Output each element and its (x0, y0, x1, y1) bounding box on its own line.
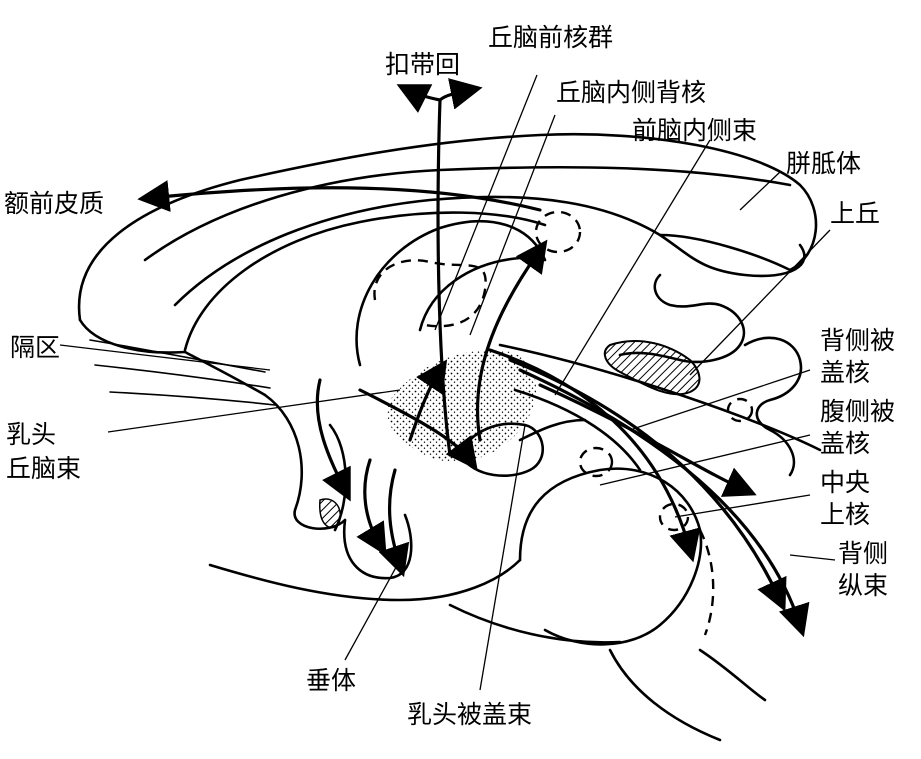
label-cingulate-gyrus: 扣带回 (385, 50, 460, 79)
label-dorsal-tegmental-2: 盖核 (820, 358, 870, 387)
label-medial-forebrain-bundle: 前脑内侧束 (632, 116, 757, 145)
label-ventral-tegmental-2: 盖核 (820, 429, 870, 458)
stippled-region (387, 350, 536, 462)
label-superior-colliculus: 上丘 (830, 199, 880, 228)
label-central-superior-2: 上核 (820, 500, 870, 529)
label-septal-area: 隔区 (10, 333, 60, 362)
label-ventral-tegmental-1: 腹侧被 (820, 397, 895, 426)
label-prefrontal-cortex: 额前皮质 (4, 189, 104, 218)
label-dorsal-tegmental-1: 背侧被 (820, 326, 895, 355)
anterior-nucleus-dashed (536, 212, 580, 252)
label-mediodorsal-thalamic-nucleus: 丘脑内侧背核 (556, 78, 706, 107)
label-hypophysis: 垂体 (306, 666, 356, 695)
label-corpus-callosum: 胼胝体 (786, 149, 861, 178)
label-mammillotegmental-tract: 乳头被盖束 (407, 700, 532, 729)
label-mammillothalamic-1: 乳头 (6, 420, 56, 449)
label-dorsal-longitudinal-2: 纵束 (838, 571, 888, 600)
label-central-superior-1: 中央 (820, 468, 870, 497)
label-anterior-thalamic-nuclei: 丘脑前核群 (488, 23, 613, 52)
label-mammillothalamic-2: 丘脑束 (6, 454, 81, 483)
label-dorsal-longitudinal-1: 背侧 (838, 539, 888, 568)
